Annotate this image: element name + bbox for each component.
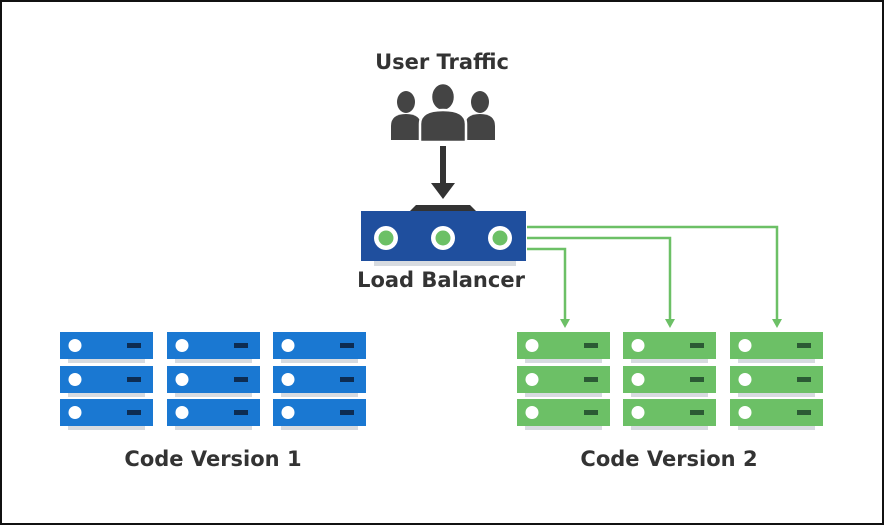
server-rack-icon <box>60 332 153 430</box>
code-version-1-label: Code Version 1 <box>124 447 302 471</box>
routing-arrowheads <box>560 319 782 328</box>
routing-arrows <box>527 225 779 320</box>
server-rack-icon <box>273 332 366 430</box>
load-balancer-label: Load Balancer <box>357 268 525 292</box>
code-version-2-label: Code Version 2 <box>580 447 758 471</box>
server-group-version-2 <box>517 332 823 430</box>
server-rack-icon <box>167 332 260 430</box>
traffic-arrow <box>431 146 455 199</box>
server-rack-icon <box>517 332 610 430</box>
server-rack-icon <box>730 332 823 430</box>
server-rack-icon <box>623 332 716 430</box>
load-balancer-icon <box>361 205 526 266</box>
user-traffic-label: User Traffic <box>375 50 509 74</box>
users-group-icon <box>391 81 495 144</box>
server-group-version-1 <box>60 332 366 430</box>
